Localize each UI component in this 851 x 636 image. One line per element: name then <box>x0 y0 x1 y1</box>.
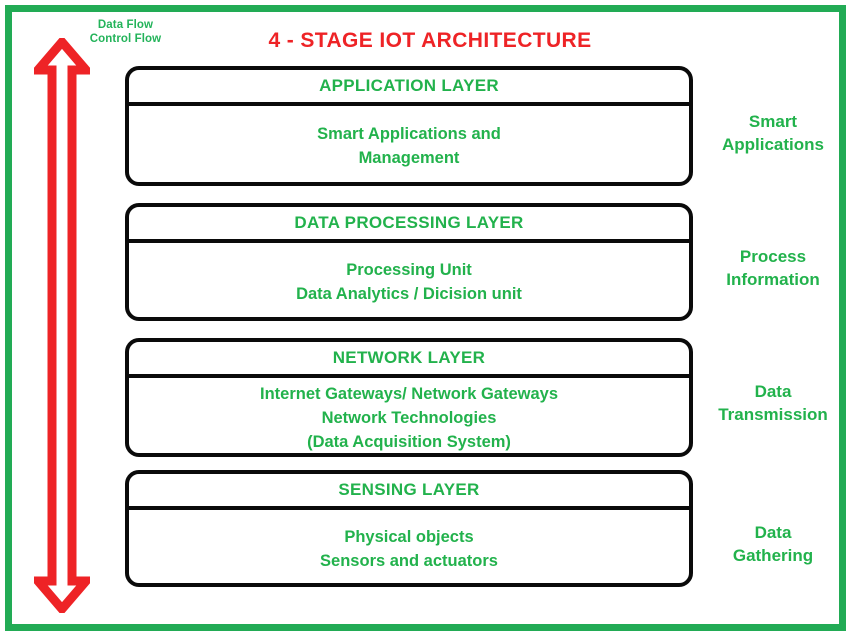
data-control-flow-arrow <box>28 35 96 616</box>
side-caption-line: Applications <box>721 135 824 154</box>
layer-body-line: Sensors and actuators <box>320 551 498 570</box>
layer-body-sensing: Physical objects Sensors and actuators <box>129 510 689 583</box>
layer-header-sensing: SENSING LAYER <box>129 474 689 510</box>
layer-body-line: Management <box>358 149 460 167</box>
layer-body-data-processing: Processing Unit Data Analytics / Dicisio… <box>129 243 689 317</box>
side-caption-line: Data <box>754 382 792 401</box>
side-caption-network: Data Transmission <box>700 380 846 426</box>
page-title: 4 - STAGE IOT ARCHITECTURE <box>268 29 592 52</box>
side-caption-line: Process <box>739 247 807 266</box>
layer-body-application: Smart Applications and Management <box>129 106 689 182</box>
flow-legend-line-data: Data Flow <box>97 19 154 31</box>
layer-body-line: Physical objects <box>344 527 474 546</box>
flow-legend-line-control: Control Flow <box>89 33 162 45</box>
layer-body-line: Data Analytics / Dicision unit <box>296 285 522 303</box>
side-caption-sensing: Data Gathering <box>700 521 846 567</box>
layer-body-line: Processing Unit <box>346 261 472 279</box>
layer-body-line: Smart Applications and <box>317 125 501 143</box>
layer-body-line: Network Technologies <box>321 408 497 427</box>
side-caption-line: Transmission <box>718 405 828 424</box>
side-caption-line: Data <box>754 523 792 542</box>
layer-box-data-processing[interactable]: DATA PROCESSING LAYER Processing Unit Da… <box>125 203 693 321</box>
side-caption-line: Information <box>726 270 820 289</box>
layer-box-application[interactable]: APPLICATION LAYER Smart Applications and… <box>125 66 693 186</box>
layer-header-data-processing: DATA PROCESSING LAYER <box>129 207 689 243</box>
layer-box-sensing[interactable]: SENSING LAYER Physical objects Sensors a… <box>125 470 693 587</box>
layer-body-network: Internet Gateways/ Network Gateways Netw… <box>129 378 689 453</box>
layer-header-application: APPLICATION LAYER <box>129 70 689 106</box>
layer-box-network[interactable]: NETWORK LAYER Internet Gateways/ Network… <box>125 338 693 457</box>
layer-body-line: (Data Acquisition System) <box>307 432 511 451</box>
layer-body-line: Internet Gateways/ Network Gateways <box>259 384 559 403</box>
flow-legend: Data Flow Control Flow <box>68 18 183 46</box>
side-caption-line: Gathering <box>732 546 814 565</box>
side-caption-data-processing: Process Information <box>700 245 846 291</box>
layer-header-network: NETWORK LAYER <box>129 342 689 378</box>
side-caption-application: Smart Applications <box>700 110 846 156</box>
side-caption-line: Smart <box>748 112 798 131</box>
